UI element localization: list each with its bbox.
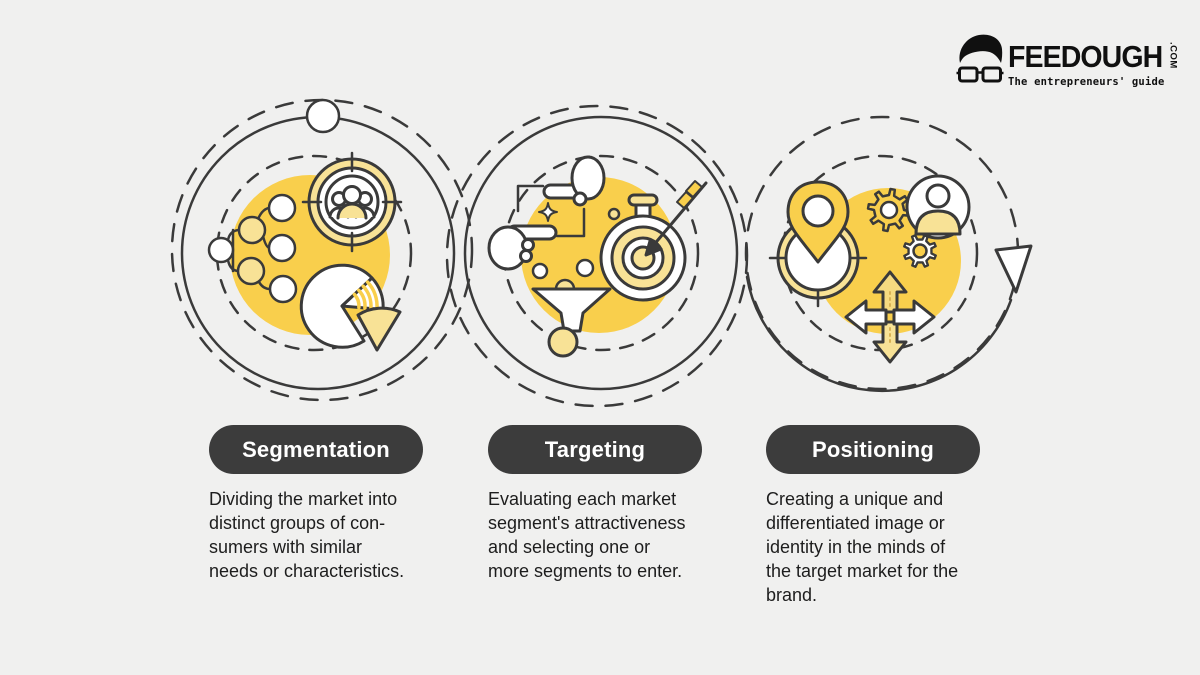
glasses-face-icon — [956, 34, 1004, 83]
orbit-rings — [744, 115, 1033, 393]
step-label: Segmentation — [242, 436, 390, 462]
logo-brand: FEEDOUGH — [1008, 39, 1163, 74]
step-description-targeting: Evaluating each market segment's attract… — [488, 489, 686, 581]
step-label-pill-targeting: Targeting — [488, 425, 702, 474]
cycle-arrowhead — [994, 244, 1033, 294]
segments-tree-icon — [207, 193, 298, 304]
audience-target-icon — [301, 151, 403, 253]
funnel-drop — [547, 326, 579, 358]
step-label-pill-segmentation: Segmentation — [209, 425, 423, 474]
pie-slice — [356, 306, 402, 352]
gears-icon — [863, 184, 943, 274]
step-label: Targeting — [544, 436, 646, 462]
orbit-bead — [305, 98, 341, 134]
stopwatch-target-icon — [599, 180, 708, 302]
step-label: Positioning — [812, 436, 934, 462]
targeting-illustration — [445, 104, 749, 408]
step-label-pill-positioning: Positioning — [766, 425, 980, 474]
framing-hands-icon — [487, 155, 606, 271]
pie-chart-icon — [299, 263, 402, 352]
step-description-segmentation: Dividing the market into distinct groups… — [209, 489, 405, 581]
funnel-icon — [531, 258, 612, 358]
user-avatar-icon — [905, 174, 971, 240]
segmentation-illustration — [170, 98, 474, 402]
direction-arrows-icon — [844, 270, 936, 364]
location-pin-target-icon — [768, 180, 868, 308]
logo-tagline: The entrepreneurs' guide — [1008, 76, 1165, 88]
feedough-logo: FEEDOUGH .COM The entrepreneurs' guide — [950, 30, 1180, 105]
logo-tld: .COM — [1167, 42, 1179, 69]
positioning-illustration — [744, 115, 1033, 393]
step-description-positioning: Creating a unique and differentiated ima… — [766, 489, 959, 605]
